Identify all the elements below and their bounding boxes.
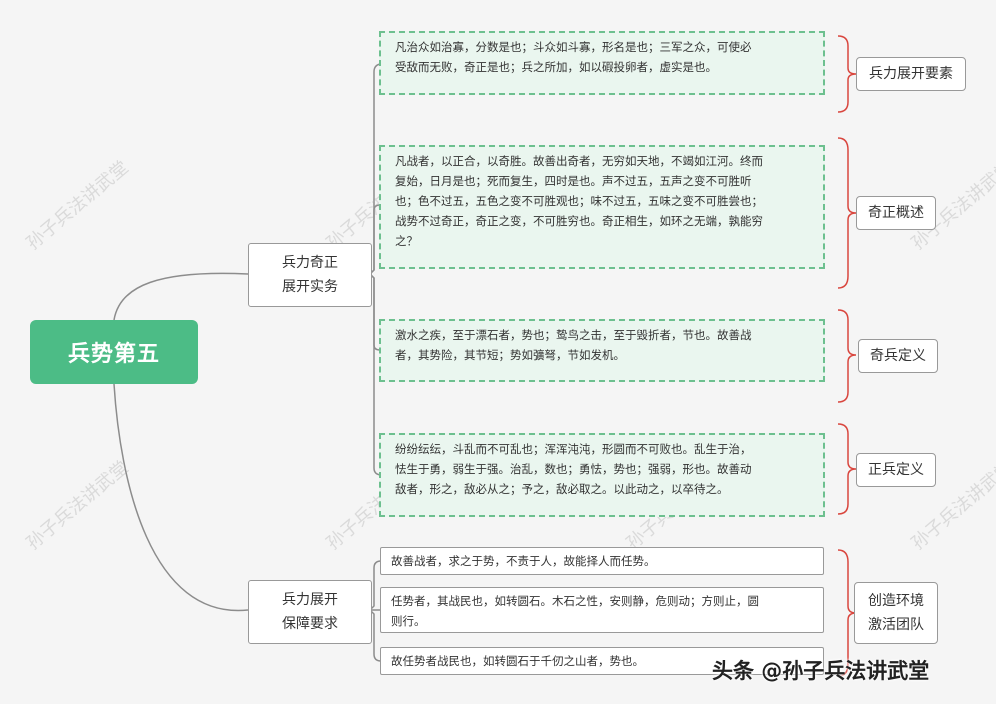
tag-label-line2: 激活团队 [868, 617, 924, 633]
tag-label: 奇正概述 [868, 205, 924, 221]
branch-node-support-requirements[interactable]: 兵力展开 保障要求 [248, 580, 372, 644]
tag-surprise-definition[interactable]: 奇兵定义 [858, 339, 938, 373]
tag-label: 正兵定义 [868, 462, 924, 478]
text-node-regular-force[interactable]: 纷纷纭纭，斗乱而不可乱也；浑浑沌沌，形圆而不可败也。乱生于治， 怯生于勇，弱生于… [379, 433, 825, 517]
brace-2 [837, 137, 857, 289]
brace-3 [837, 309, 857, 403]
branch-label-line2: 保障要求 [282, 616, 338, 632]
link-root-branch-2 [113, 383, 249, 612]
link-branch2-text7 [369, 609, 382, 662]
branch-node-strength-operations[interactable]: 兵力奇正 展开实务 [248, 243, 372, 307]
tag-label: 奇兵定义 [870, 348, 926, 364]
text-node-mountain-stones[interactable]: 故任势者战民也，如转圆石于千仞之山者，势也。 [380, 647, 824, 675]
link-branch1-text2 [369, 204, 381, 275]
tag-label: 兵力展开要素 [869, 66, 953, 82]
text-node-elements[interactable]: 凡治众如治寡，分数是也；斗众如斗寡，形名是也；三军之众，可使必 受敌而无败，奇正… [379, 31, 825, 95]
tag-overview[interactable]: 奇正概述 [856, 196, 936, 230]
tag-regular-definition[interactable]: 正兵定义 [856, 453, 936, 487]
link-branch2-text5 [369, 560, 382, 611]
brace-1 [837, 35, 857, 113]
branch-label-line1: 兵力展开 [282, 592, 338, 608]
text-node-surprise-force[interactable]: 激水之疾，至于漂石者，势也；鸷鸟之击，至于毁折者，节也。故善战 者，其势险，其节… [379, 319, 825, 382]
branch-label-line2: 展开实务 [282, 279, 338, 295]
footer-attribution: 头条 @孙子兵法讲武堂 [712, 659, 930, 683]
tag-create-environment[interactable]: 创造环境 激活团队 [854, 582, 938, 644]
text-node-rolling-stones[interactable]: 任势者，其战民也，如转圆石。木石之性，安则静，危则动；方则止，圆 则行。 [380, 587, 824, 633]
text-node-seek-momentum[interactable]: 故善战者，求之于势，不责于人，故能择人而任势。 [380, 547, 824, 575]
root-node-label: 兵势第五 [67, 342, 160, 367]
brace-4 [837, 423, 857, 515]
tag-label-line1: 创造环境 [868, 593, 924, 609]
tag-strength-elements[interactable]: 兵力展开要素 [856, 57, 966, 91]
branch-label-line1: 兵力奇正 [282, 255, 338, 271]
root-node[interactable]: 兵势第五 [30, 320, 198, 384]
text-node-overview[interactable]: 凡战者，以正合，以奇胜。故善出奇者，无穷如天地，不竭如江河。终而 复始，日月是也… [379, 145, 825, 269]
link-root-branch-1 [113, 272, 249, 321]
